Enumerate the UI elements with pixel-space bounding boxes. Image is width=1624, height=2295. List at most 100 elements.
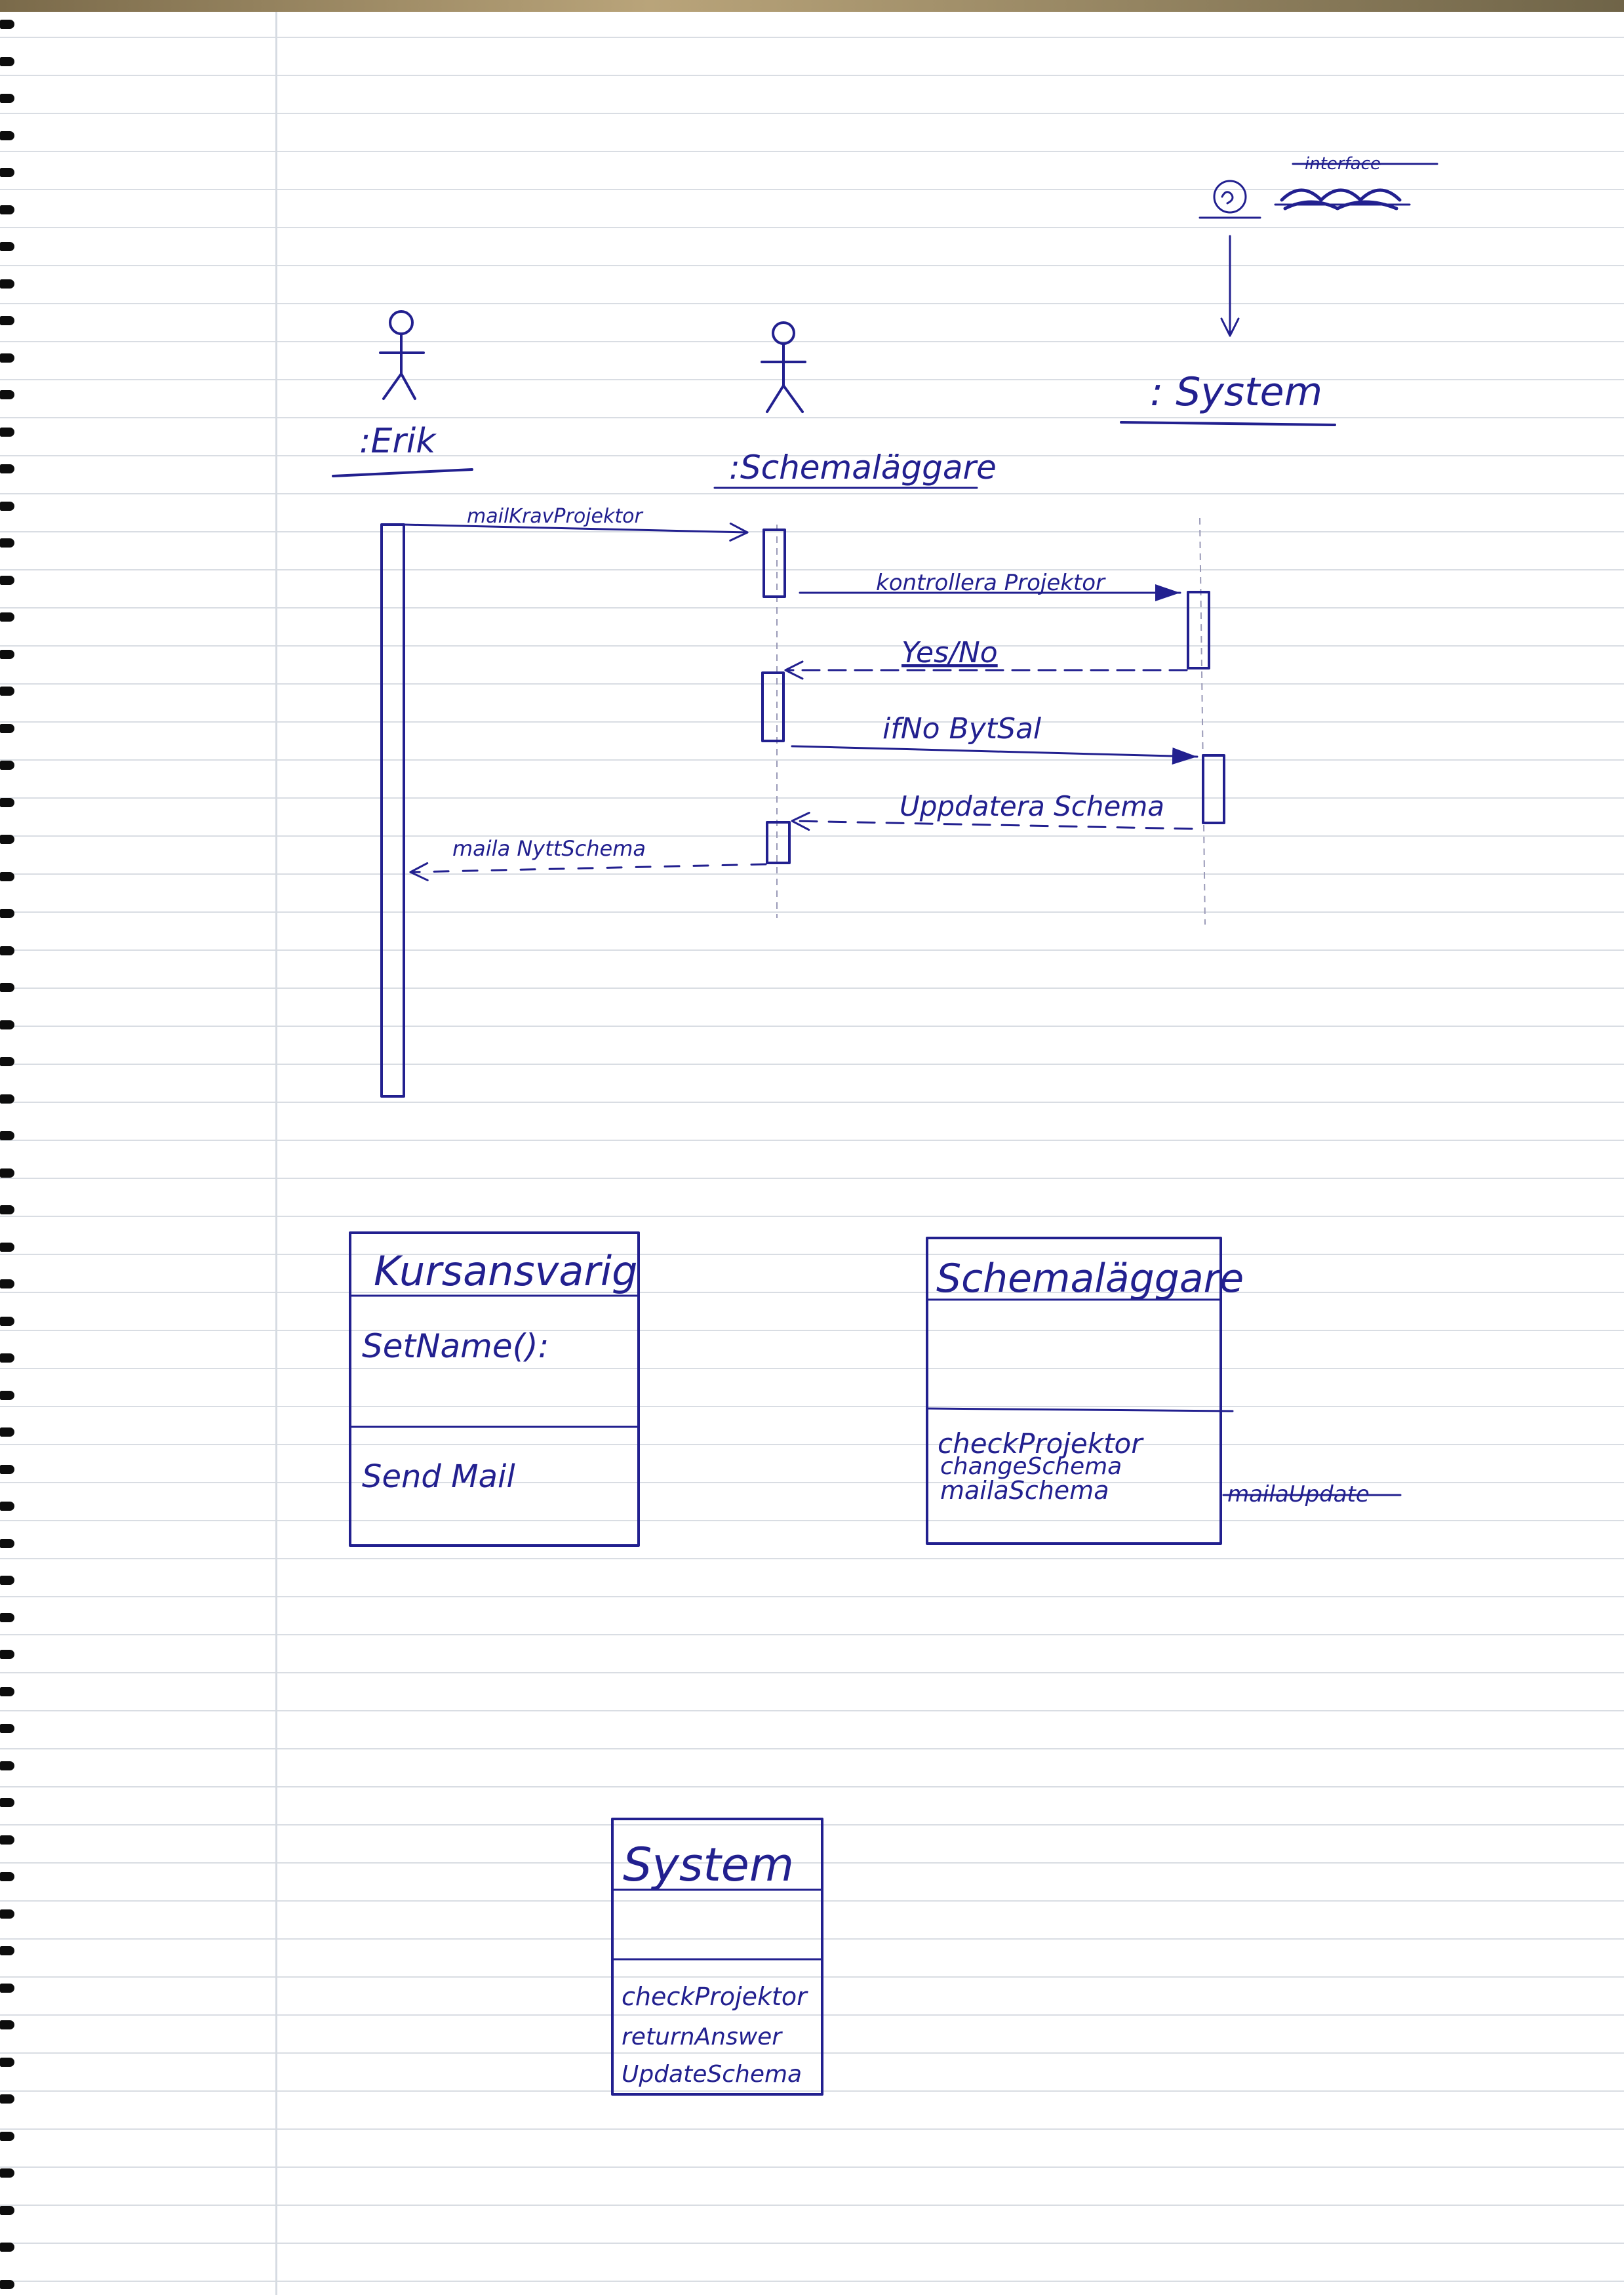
- binding-ring: [0, 1835, 14, 1845]
- class-operation: checkProjektor: [622, 1982, 808, 2011]
- binding-ring: [0, 205, 14, 214]
- activation-erik: [380, 523, 405, 1098]
- actor-schemalaggare: [761, 321, 806, 413]
- binding-ring: [0, 353, 14, 363]
- binding-ring: [0, 1242, 14, 1252]
- binding-ring: [0, 871, 14, 881]
- binding-ring: [0, 1094, 14, 1104]
- binding-ring: [0, 1020, 14, 1029]
- class-operation: Send Mail: [362, 1458, 515, 1495]
- binding-ring: [0, 1538, 14, 1548]
- class-operation: returnAnswer: [622, 2024, 783, 2050]
- binding-ring: [0, 1872, 14, 1881]
- binding-ring: [0, 835, 14, 844]
- interface-symbol: [1198, 180, 1261, 337]
- binding-ring: [0, 1761, 14, 1770]
- class-system: System checkProjektor returnAnswer Updat…: [611, 1818, 823, 2096]
- binding-ring: [0, 1983, 14, 1993]
- binding-ring: [0, 612, 14, 622]
- binding-ring: [0, 575, 14, 585]
- binding-ring: [0, 1650, 14, 1659]
- binding-ring: [0, 1316, 14, 1326]
- binding-ring: [0, 2205, 14, 2215]
- message-label-5: Uppdatera Schema: [900, 790, 1164, 822]
- binding-ring: [0, 1686, 14, 1696]
- class-name-schemalaggare: Schemaläggare: [936, 1256, 1244, 1302]
- binding-ring: [0, 94, 14, 103]
- binding-ring: [0, 2131, 14, 2141]
- scribble: [1274, 188, 1411, 210]
- binding-ring: [0, 390, 14, 399]
- binding-ring: [0, 464, 14, 473]
- binding-ring: [0, 761, 14, 770]
- binding-ring: [0, 649, 14, 659]
- binding-ring: [0, 242, 14, 251]
- page-top-edge: [0, 0, 1624, 12]
- class-operation: checkProjektor: [938, 1427, 1144, 1460]
- activation-system-1: [1187, 591, 1210, 669]
- binding-ring: [0, 2168, 14, 2178]
- message-label-2: kontrollera Projektor: [876, 570, 1106, 596]
- binding-ring: [0, 1205, 14, 1214]
- message-arrow-5: [791, 812, 1193, 831]
- class-name-kursansvarig: Kursansvarig: [374, 1247, 637, 1295]
- binding-ring: [0, 687, 14, 696]
- binding-ring: [0, 2279, 14, 2289]
- lifeline-label-schemalaggare: :Schemaläggare: [729, 449, 997, 487]
- class-schemalaggare: Schemaläggare checkProjektor changeSchem…: [926, 1237, 1244, 1545]
- binding-ring: [0, 130, 14, 140]
- binding-ring: [0, 316, 14, 325]
- binding-ring: [0, 1168, 14, 1178]
- class-name-system: System: [623, 1838, 794, 1892]
- binding-ring: [0, 1427, 14, 1437]
- sequence-diagram: interface :Erik: [332, 154, 1438, 1098]
- message-label-3: Yes/No: [901, 636, 998, 669]
- binding-ring: [0, 20, 14, 29]
- lifeline-label-erik: :Erik: [359, 422, 437, 461]
- actor-erik: [379, 310, 425, 400]
- class-kursansvarig: Kursansvarig SetName(): Send Mail: [349, 1231, 640, 1547]
- activation-schemalaggare-2: [761, 671, 785, 742]
- message-arrow-4: [791, 745, 1198, 765]
- class-operation: UpdateSchema: [622, 2061, 802, 2088]
- binding-ring: [0, 1798, 14, 1807]
- lifeline-label-system: : System: [1150, 369, 1322, 415]
- spiral-binding: [0, 20, 17, 2295]
- binding-ring: [0, 983, 14, 992]
- lifeline-underline-system: [1120, 421, 1336, 426]
- binding-ring: [0, 279, 14, 289]
- class-operation: changeSchema: [940, 1453, 1122, 1480]
- message-arrow-6: [409, 862, 767, 881]
- activation-schemalaggare-3: [766, 821, 791, 864]
- message-arrow-1: [403, 522, 749, 542]
- binding-ring: [0, 427, 14, 437]
- activation-system-2: [1202, 754, 1225, 824]
- binding-ring: [0, 1353, 14, 1363]
- binding-ring: [0, 168, 14, 177]
- binding-ring: [0, 538, 14, 548]
- binding-ring: [0, 2057, 14, 2067]
- binding-ring: [0, 797, 14, 807]
- binding-ring: [0, 1724, 14, 1733]
- binding-ring: [0, 2243, 14, 2252]
- binding-ring: [0, 1131, 14, 1140]
- binding-ring: [0, 1576, 14, 1585]
- binding-ring: [0, 1909, 14, 1919]
- message-label-1: mailKravProjektor: [467, 505, 643, 528]
- binding-ring: [0, 1464, 14, 1474]
- binding-ring: [0, 909, 14, 918]
- binding-ring: [0, 1057, 14, 1066]
- binding-ring: [0, 1612, 14, 1622]
- binding-ring: [0, 723, 14, 733]
- class-attribute: SetName():: [362, 1327, 549, 1365]
- message-label-6: maila NyttSchema: [452, 836, 646, 861]
- lifeline-system: [1199, 517, 1206, 925]
- binding-ring: [0, 501, 14, 511]
- lifeline-underline-erik: [332, 468, 473, 477]
- message-label-4: ifNo BytSal: [882, 712, 1042, 746]
- class-operation: mailaSchema: [940, 1476, 1109, 1505]
- binding-ring: [0, 1390, 14, 1400]
- binding-ring: [0, 2094, 14, 2104]
